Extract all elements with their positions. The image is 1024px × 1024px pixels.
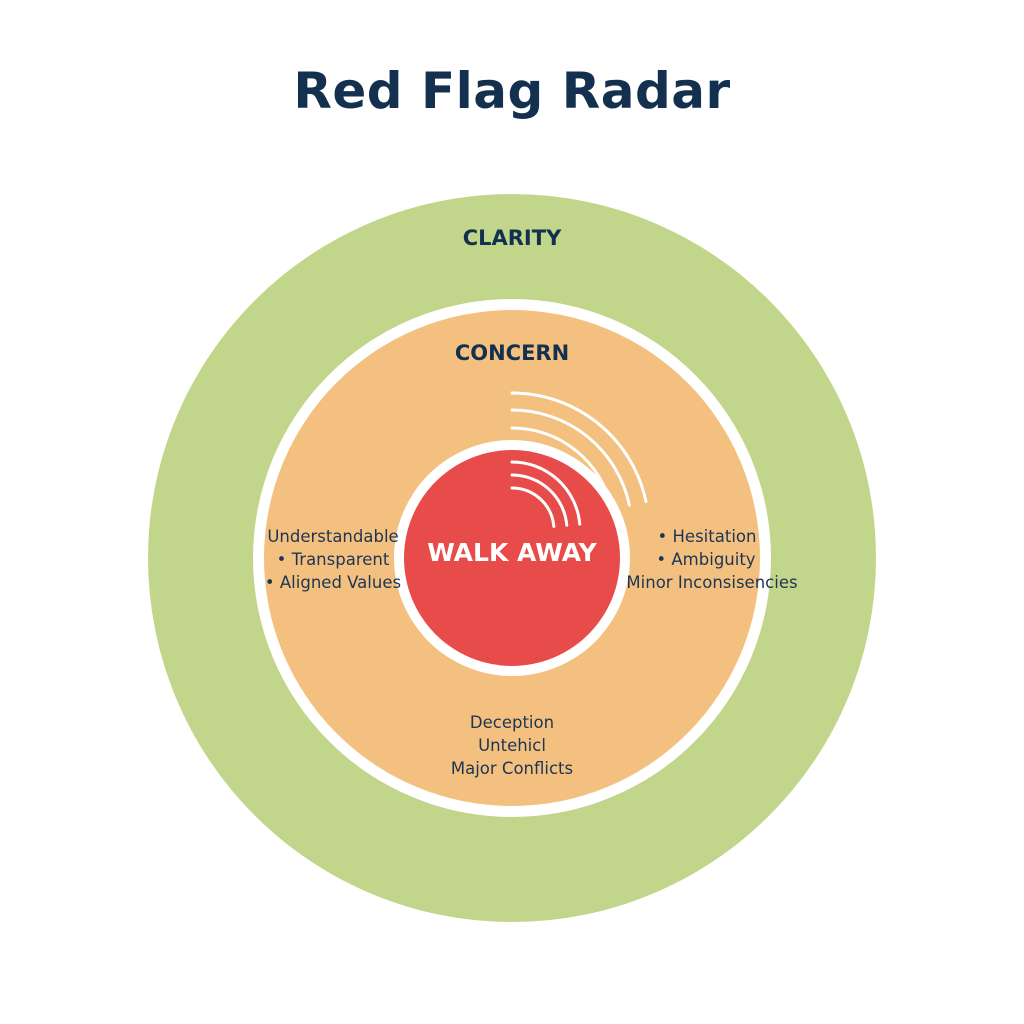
signal-arc [510,486,556,528]
list-item: • Hesitation [657,527,757,546]
walk-away-list: Deception Untehicl Major Conflicts [412,711,612,780]
clarity-list: Understandable • Transparent • Aligned V… [258,525,408,594]
clarity-label: CLARITY [462,226,562,250]
concern-label: CONCERN [454,341,570,365]
list-item: • Transparent [276,550,390,569]
concern-list: • Hesitation • Ambiguity Minor Inconsise… [612,525,812,594]
walk-away-circle [404,450,620,666]
list-item: Minor Inconsisencies [626,573,798,592]
signal-arc [510,426,614,511]
list-item: Untehicl [478,736,546,755]
list-item: • Aligned Values [264,573,402,592]
signal-arc [510,391,648,504]
page-title: Red Flag Radar [293,62,731,120]
list-item: • Ambiguity [656,550,756,569]
walk-away-label: WALK AWAY [427,538,597,567]
radar-signal-icon [510,391,648,528]
list-item: Understandable [267,527,399,546]
signal-arc [510,473,569,527]
list-item: Major Conflicts [450,759,574,778]
signal-arc [510,408,631,507]
list-item: Deception [469,713,555,732]
signal-arc [510,460,582,526]
